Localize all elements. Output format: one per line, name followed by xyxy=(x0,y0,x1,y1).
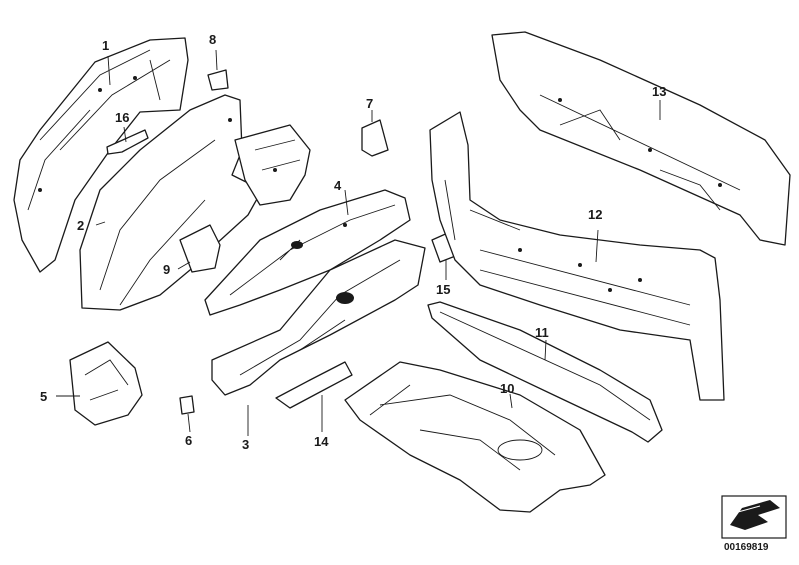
part-7-support xyxy=(361,119,389,157)
callout-6: 6 xyxy=(185,433,192,448)
part-12-rear-panel xyxy=(429,111,725,401)
part-16-bracket xyxy=(106,129,149,155)
part-1-wheelhouse-outer xyxy=(13,37,189,273)
callout-16: 16 xyxy=(115,110,129,125)
part-4-longitudinal-member xyxy=(204,189,411,316)
callout-5: 5 xyxy=(40,389,47,404)
callout-3: 3 xyxy=(242,437,249,452)
part-9-bracket xyxy=(179,224,221,273)
callout-14: 14 xyxy=(314,434,329,449)
callout-11: 11 xyxy=(535,325,549,340)
callout-7: 7 xyxy=(366,96,373,111)
part-13-upper-panel xyxy=(491,31,791,246)
callout-15: 15 xyxy=(436,282,450,297)
callout-12: 12 xyxy=(588,207,602,222)
callout-4: 4 xyxy=(334,178,342,193)
diagram-code: 00169819 xyxy=(724,542,769,553)
callout-8: 8 xyxy=(209,32,216,47)
part-2-wheelhouse-inner xyxy=(79,94,311,311)
part-8-clip xyxy=(207,69,229,91)
callout-10: 10 xyxy=(500,381,514,396)
callout-2: 2 xyxy=(77,218,84,233)
part-3-lower-member xyxy=(211,239,426,396)
callout-13: 13 xyxy=(652,84,666,99)
callout-9: 9 xyxy=(163,262,170,277)
part-6-plate xyxy=(179,395,195,415)
arrow-badge-icon xyxy=(721,495,787,539)
part-5-bracket xyxy=(69,341,143,426)
lead-lines xyxy=(56,49,661,436)
part-10-floor-pan xyxy=(344,361,606,513)
part-11-rail xyxy=(427,301,663,443)
part-14-crossmember xyxy=(275,361,353,409)
callout-1: 1 xyxy=(102,38,109,53)
